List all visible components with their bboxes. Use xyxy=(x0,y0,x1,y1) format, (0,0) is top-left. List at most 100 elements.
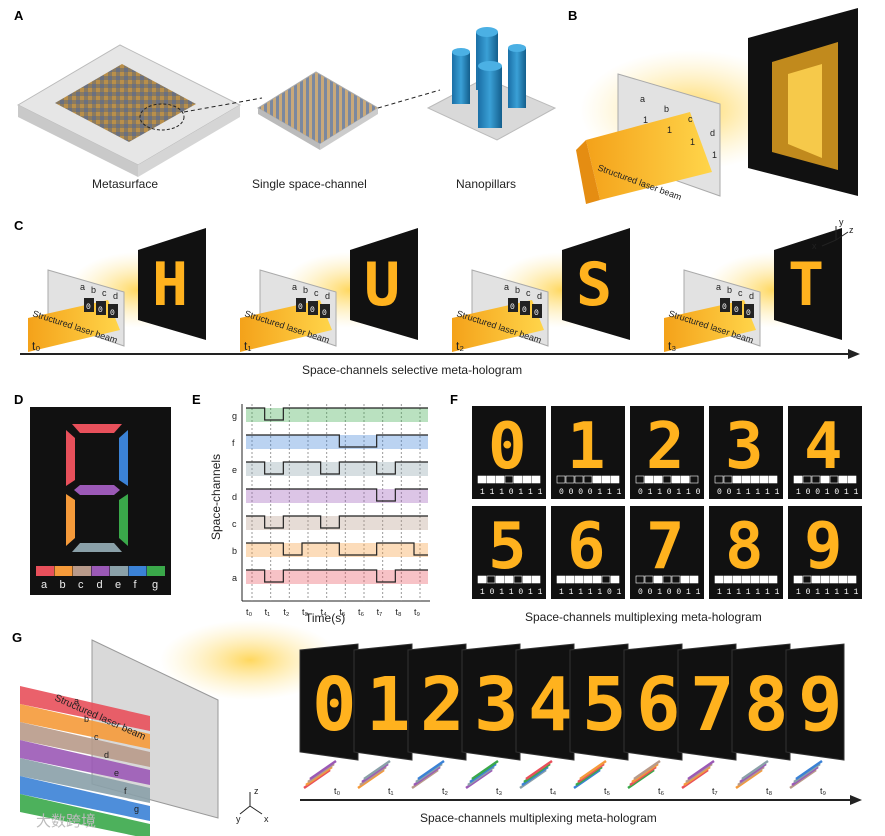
code-box xyxy=(522,475,532,484)
bit-a: 1 xyxy=(643,115,648,125)
icon-beam xyxy=(469,762,497,784)
beam-g xyxy=(20,704,150,749)
beam-channel-g: f xyxy=(124,786,127,796)
panel-a: A Metasurface Single space-channel Nanop… xyxy=(14,8,557,191)
frame-bit-box xyxy=(744,304,754,318)
frame-channel: d xyxy=(537,291,542,301)
metasurface xyxy=(55,64,196,142)
icon-beam xyxy=(579,759,607,781)
legend-swatch xyxy=(147,566,165,576)
digit-cell: 20 1 1 0 1 1 0 xyxy=(630,406,704,499)
hologram-h-u xyxy=(772,42,838,170)
digit-glyph: 9 xyxy=(804,510,843,584)
icon-beam xyxy=(465,768,493,790)
icon-beam xyxy=(789,768,817,790)
digit-glyph: 5 xyxy=(488,510,527,584)
icon-beam xyxy=(359,765,387,787)
icon-time: t₉ xyxy=(820,786,827,796)
hologram-plate xyxy=(785,643,845,761)
frame-bit-box xyxy=(320,304,330,318)
caption-c: Space-channels selective meta-hologram xyxy=(302,363,522,377)
single-channel-side xyxy=(320,108,378,150)
beam-channel-g: a xyxy=(74,696,79,706)
beam-g xyxy=(20,776,150,821)
legend-swatch xyxy=(54,566,73,576)
code-box xyxy=(495,475,505,484)
code-box xyxy=(671,575,681,584)
digit-glyph: 2 xyxy=(646,410,685,484)
legend-label: a xyxy=(41,579,48,591)
icon-beam xyxy=(739,762,767,784)
channel-labels-b: a b c d 1 1 1 1 xyxy=(640,94,717,160)
code-box xyxy=(644,575,654,584)
digit-bg xyxy=(551,406,625,499)
code-box xyxy=(635,475,645,484)
e-channel-label: g xyxy=(232,411,237,421)
config-icon: t₈ xyxy=(735,759,773,796)
icon-beam xyxy=(685,762,713,784)
frame-bit-box xyxy=(732,301,742,315)
icon-beam xyxy=(305,765,333,787)
hologram-frame-g: 0 xyxy=(299,643,359,761)
digit-code: 0 0 0 0 1 1 1 xyxy=(559,488,622,497)
frame-bit: 0 xyxy=(310,306,315,315)
frame-time: t₀ xyxy=(32,339,40,353)
hologram-digit: 2 xyxy=(420,662,465,748)
hologram-frame-g: 6 xyxy=(623,643,683,761)
code-box xyxy=(504,475,514,484)
bit-c: 1 xyxy=(690,137,695,147)
code-box xyxy=(820,475,830,484)
frame-bit: 0 xyxy=(734,306,739,315)
code-box xyxy=(653,475,663,484)
code-box xyxy=(477,575,487,584)
hologram-plate xyxy=(353,643,413,761)
zoom-line xyxy=(183,97,263,113)
panel-g-label: G xyxy=(12,630,22,645)
icon-time: t₈ xyxy=(766,786,773,796)
panel-d-label: D xyxy=(14,392,23,407)
legend-label: f xyxy=(134,579,138,591)
time-axis-arrow-g xyxy=(850,795,862,805)
icon-beam xyxy=(795,759,823,781)
e-band xyxy=(246,489,428,503)
digit-glyph: 8 xyxy=(725,510,764,584)
code-box xyxy=(610,575,620,584)
code-box xyxy=(556,475,566,484)
code-box xyxy=(531,575,541,584)
frame-channel: b xyxy=(515,285,520,295)
frame-bit: 0 xyxy=(322,309,327,318)
frame-channel: b xyxy=(91,285,96,295)
e-band xyxy=(246,462,428,476)
config-icon: t₀ xyxy=(303,759,341,796)
hologram-digit: 9 xyxy=(798,662,843,748)
legend-swatch xyxy=(36,566,54,576)
code-box xyxy=(750,475,760,484)
axis-y: y xyxy=(839,217,844,227)
code-box xyxy=(556,575,566,584)
code-box xyxy=(601,475,611,484)
code-box xyxy=(793,475,803,484)
frame-bit-box xyxy=(720,298,730,312)
frame-screen xyxy=(138,228,206,340)
icon-beam xyxy=(467,765,495,787)
e-tick: t₉ xyxy=(414,607,421,617)
panel-a-label: A xyxy=(14,8,24,23)
segment xyxy=(72,543,122,552)
digit-glyph: 6 xyxy=(567,510,606,584)
e-signal xyxy=(246,515,428,529)
code-box xyxy=(644,475,654,484)
segment xyxy=(119,430,128,486)
hologram-frame-g: 4 xyxy=(515,643,575,761)
icon-beam xyxy=(681,768,709,790)
icon-beam xyxy=(523,762,551,784)
icon-beam xyxy=(525,759,553,781)
code-box xyxy=(820,575,830,584)
panel-f-label: F xyxy=(450,392,458,407)
digit-code: 0 0 1 0 0 1 1 xyxy=(638,588,701,597)
hologram-frame-g: 2 xyxy=(407,643,467,761)
icon-beam xyxy=(741,759,769,781)
